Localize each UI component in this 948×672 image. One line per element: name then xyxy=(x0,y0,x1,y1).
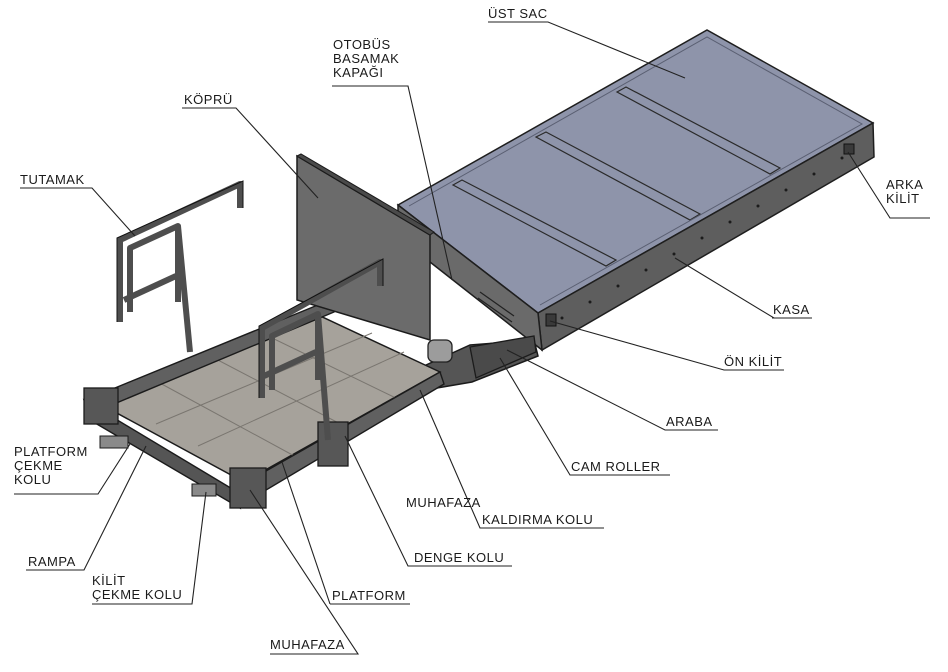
label-kasa: KASA xyxy=(773,302,810,317)
label-arka-line1: ARKA xyxy=(886,177,924,192)
label-tutamak: TUTAMAK xyxy=(20,172,85,187)
label-otobus-line2: BASAMAK xyxy=(333,51,400,66)
top-plate-rim xyxy=(408,36,864,306)
label-otobus-line3: KAPAĞI xyxy=(333,65,384,80)
label-otobus-basamak-kapagi: OTOBÜS BASAMAK KAPAĞI xyxy=(333,38,399,80)
label-kopru: KÖPRÜ xyxy=(184,92,233,107)
tutamak-front xyxy=(259,259,383,441)
label-platform: PLATFORM xyxy=(332,588,406,603)
label-denge-kolu: DENGE KOLU xyxy=(414,550,505,565)
kilit-cekme-kolu-part xyxy=(191,483,217,497)
platform-cekme-kolu-part xyxy=(99,435,129,449)
label-muhafaza-bottom: MUHAFAZA xyxy=(270,637,345,652)
label-platform-cekme-kolu: PLATFORM ÇEKME KOLU xyxy=(14,445,88,487)
label-araba: ARABA xyxy=(666,414,713,429)
top-plate-stripes xyxy=(451,86,782,267)
label-arka-line2: KİLİT xyxy=(886,191,920,206)
muhafaza-post-right xyxy=(229,467,267,509)
araba-carriage xyxy=(469,335,537,379)
kasa-stamp xyxy=(477,291,515,323)
denge-kolu-post xyxy=(317,421,349,467)
label-otobus-line1: OTOBÜS xyxy=(333,37,391,52)
label-underlines xyxy=(20,21,812,655)
label-pck-line1: PLATFORM xyxy=(14,444,88,459)
label-arka-kilit: ARKA KİLİT xyxy=(886,178,923,206)
label-cam-roller: CAM ROLLER xyxy=(571,459,661,474)
kasa-holes xyxy=(560,156,844,320)
label-pck-line3: KOLU xyxy=(14,472,52,487)
label-kaldirma-kolu: KALDIRMA KOLU xyxy=(482,512,594,527)
label-kck-line2: ÇEKME KOLU xyxy=(92,587,183,602)
label-ust-sac: ÜST SAC xyxy=(488,6,548,21)
label-on-kilit: ÖN KİLİT xyxy=(724,354,783,369)
tutamak-outline xyxy=(116,180,384,398)
label-pck-line2: ÇEKME xyxy=(14,458,63,473)
cam-roller-part xyxy=(427,339,453,363)
tutamak-back xyxy=(117,181,243,353)
label-kck-line1: KİLİT xyxy=(92,573,126,588)
label-muhafaza-top: MUHAFAZA xyxy=(406,495,481,510)
label-rampa: RAMPA xyxy=(28,554,76,569)
muhafaza-post-left xyxy=(83,387,119,425)
on-kilit-part xyxy=(545,313,557,327)
arka-kilit-part xyxy=(843,143,855,155)
label-kilit-cekme-kolu: KİLİT ÇEKME KOLU xyxy=(92,574,182,602)
kopru-edge xyxy=(295,153,435,236)
